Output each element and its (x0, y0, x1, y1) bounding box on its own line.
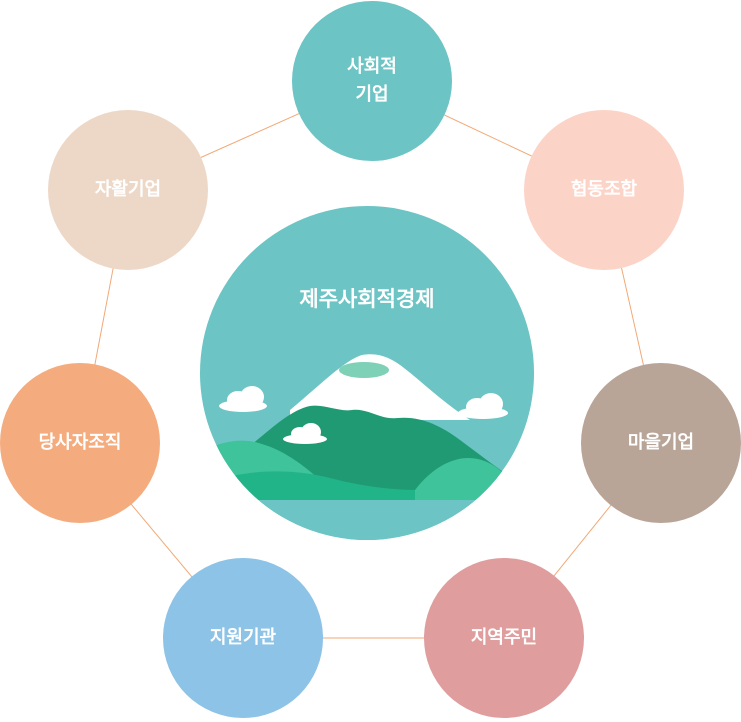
node-label: 협동조합 (570, 179, 638, 200)
node-label: 사회적 기업 (347, 56, 397, 105)
node-label: 자활기업 (94, 179, 162, 200)
node-village-enterprise: 마을기업 (581, 363, 741, 523)
cloud-right (458, 393, 508, 419)
node-cooperative: 협동조합 (524, 110, 684, 270)
node-self-support: 자활기업 (48, 110, 208, 270)
node-label: 당사자조직 (38, 432, 122, 453)
water (200, 500, 534, 540)
node-support-agency: 지원기관 (163, 558, 323, 718)
node-social-enterprise: 사회적 기업 (292, 1, 452, 161)
center-title: 제주사회적경제 (299, 287, 435, 311)
node-label: 마을기업 (627, 432, 695, 453)
mountain-snow (290, 354, 470, 420)
cloud-center (283, 423, 327, 444)
node-label: 지원기관 (209, 627, 277, 648)
cloud-left (219, 386, 267, 412)
node-party-org: 당사자조직 (0, 363, 160, 523)
node-label: 지역주민 (470, 627, 538, 648)
crater-lake (339, 362, 389, 378)
node-residents: 지역주민 (424, 558, 584, 718)
